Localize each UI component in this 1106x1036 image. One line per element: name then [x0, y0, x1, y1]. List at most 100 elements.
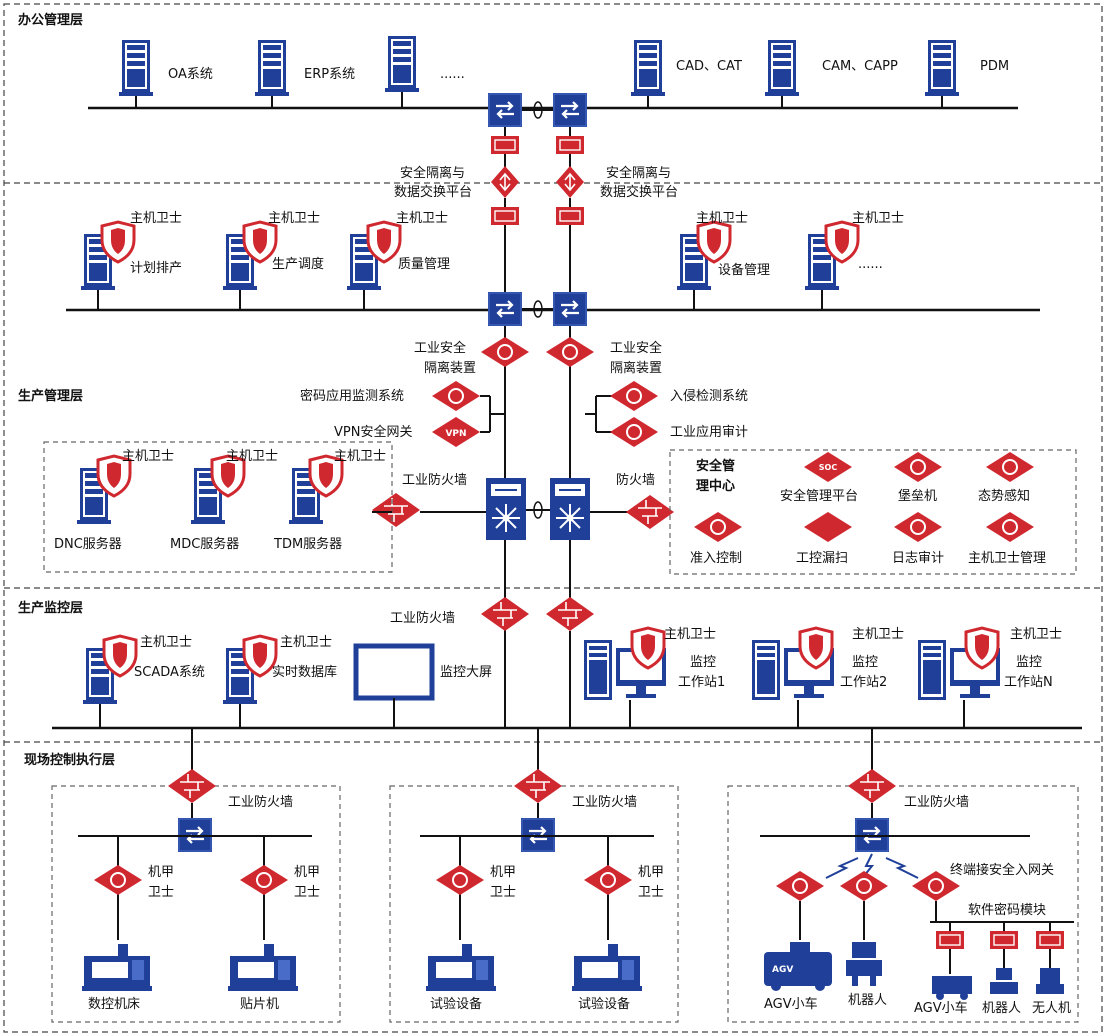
firewall-icon[interactable] — [513, 768, 563, 804]
station2-line2: 工作站2 — [840, 675, 887, 690]
soc-platform-icon[interactable]: SOC — [804, 452, 852, 482]
drone-icon[interactable] — [1036, 968, 1064, 994]
armor-guard-icon[interactable] — [239, 864, 289, 896]
industrial-isolation-icon[interactable] — [480, 336, 530, 368]
host-guard-label: 主机卫士 — [664, 627, 716, 642]
access-control-icon[interactable] — [693, 511, 743, 543]
situation-awareness-icon[interactable] — [985, 451, 1035, 483]
equipment-label: 试验设备 — [578, 996, 630, 1012]
switch-icon[interactable] — [551, 290, 589, 328]
guarded-server-icon[interactable] — [347, 222, 400, 310]
soc-title-line2: 理中心 — [696, 478, 735, 494]
dnc-label: DNC服务器 — [54, 536, 122, 552]
cnc-machine-icon[interactable] — [82, 944, 152, 991]
guarded-server-icon[interactable] — [81, 222, 134, 310]
audit-icon[interactable] — [609, 416, 659, 448]
monitor-screen-icon[interactable] — [353, 643, 435, 728]
mobile-label: 无人机 — [1032, 1001, 1071, 1016]
wireless-ap-icon[interactable] — [839, 870, 889, 902]
server-label-dispatch: 生产调度 — [272, 256, 324, 272]
switch-icon[interactable] — [486, 290, 524, 328]
server-icon[interactable] — [765, 40, 799, 108]
firewall-icon[interactable] — [625, 494, 675, 530]
soc-icon-text: SOC — [819, 463, 838, 472]
isolation-module-icon[interactable] — [490, 135, 520, 155]
crypto-module-icon[interactable] — [1035, 930, 1065, 950]
host-guard-label: 主机卫士 — [280, 635, 332, 650]
switch-icon[interactable] — [486, 91, 524, 129]
crypto-monitor-icon[interactable] — [431, 380, 481, 412]
isolation-module-icon[interactable] — [555, 206, 585, 226]
test-equipment-icon[interactable] — [426, 944, 496, 991]
mobile-label: AGV小车 — [914, 1000, 968, 1016]
server-icon[interactable] — [925, 40, 959, 108]
guarded-server-icon[interactable] — [83, 636, 136, 728]
firewall-icon[interactable] — [167, 768, 217, 804]
crypto-module-icon[interactable] — [989, 930, 1019, 950]
station1-line1: 监控 — [690, 655, 716, 670]
industrial-isolation-icon[interactable] — [545, 336, 595, 368]
test-equipment-icon[interactable] — [572, 944, 642, 991]
guarded-server-icon[interactable] — [223, 636, 276, 728]
core-switch-icon[interactable] — [549, 477, 591, 541]
workstation-icon[interactable] — [916, 626, 1002, 728]
server-label-oa: OA系统 — [168, 67, 213, 82]
firewall-icon[interactable] — [480, 596, 530, 632]
ind-iso-right-line2: 隔离装置 — [610, 360, 662, 376]
soc-item-label: 工控漏扫 — [796, 550, 848, 566]
isolation-module-icon[interactable] — [555, 135, 585, 155]
firewall-right-label: 防火墙 — [616, 472, 655, 488]
host-guard-label: 主机卫士 — [696, 211, 748, 226]
wireless-ap-icon[interactable] — [775, 870, 825, 902]
vuln-scan-icon[interactable] — [804, 512, 852, 542]
guarded-server-icon[interactable] — [191, 456, 244, 524]
robot-icon[interactable] — [846, 942, 882, 986]
guarded-server-icon[interactable] — [223, 222, 276, 310]
agv-small-icon[interactable] — [932, 976, 972, 1000]
server-icon[interactable] — [255, 40, 289, 108]
field-firewall-label: 工业防火墙 — [228, 794, 293, 810]
switch-icon[interactable] — [551, 91, 589, 129]
isolation-platform-icon[interactable] — [555, 165, 585, 199]
crypto-module-icon[interactable] — [935, 930, 965, 950]
layer-separators — [3, 3, 1103, 1033]
firewall-icon[interactable] — [371, 492, 421, 528]
bastion-icon[interactable] — [893, 451, 943, 483]
workstation-icon[interactable] — [750, 626, 836, 728]
server-label-equipment: 设备管理 — [718, 262, 770, 278]
station1-line2: 工作站1 — [678, 675, 725, 690]
guarded-server-icon[interactable] — [289, 456, 342, 524]
armor-guard-icon[interactable] — [435, 864, 485, 896]
armor-guard-icon[interactable] — [93, 864, 143, 896]
agv-icon[interactable]: AGV — [764, 942, 832, 991]
scada-label: SCADA系统 — [134, 665, 205, 680]
server-icon[interactable] — [119, 40, 153, 108]
isolation-platform-icon[interactable] — [490, 165, 520, 199]
isolation-module-icon[interactable] — [490, 206, 520, 226]
guarded-server-icon[interactable] — [677, 222, 730, 310]
core-switch-icon[interactable] — [485, 477, 527, 541]
vpn-gateway-icon[interactable]: VPN — [432, 417, 480, 447]
workstation-icon[interactable] — [582, 626, 668, 728]
armor-label-line1: 机甲 — [294, 865, 320, 880]
firewall-icon[interactable] — [545, 596, 595, 632]
cnc-machine-icon[interactable] — [228, 944, 298, 991]
equipment-label: 贴片机 — [240, 997, 279, 1012]
audit-label: 工业应用审计 — [670, 424, 748, 440]
isolation-right-line2: 数据交换平台 — [600, 184, 678, 200]
armor-label-line2: 卫士 — [148, 885, 174, 900]
guarded-server-icon[interactable] — [805, 222, 858, 310]
guarded-server-icon[interactable] — [77, 456, 130, 524]
crypto-monitor-label: 密码应用监测系统 — [300, 388, 404, 404]
robot-small-icon[interactable] — [990, 968, 1018, 994]
server-icon[interactable] — [631, 40, 665, 108]
armor-guard-icon[interactable] — [583, 864, 633, 896]
host-guard-mgmt-icon[interactable] — [985, 511, 1035, 543]
firewall-icon[interactable] — [847, 768, 897, 804]
server-icon[interactable] — [385, 36, 419, 108]
ind-iso-right-line1: 工业安全 — [610, 340, 662, 356]
armor-label-line2: 卫士 — [638, 885, 664, 900]
log-audit-icon[interactable] — [893, 511, 943, 543]
intrusion-detection-icon[interactable] — [609, 380, 659, 412]
